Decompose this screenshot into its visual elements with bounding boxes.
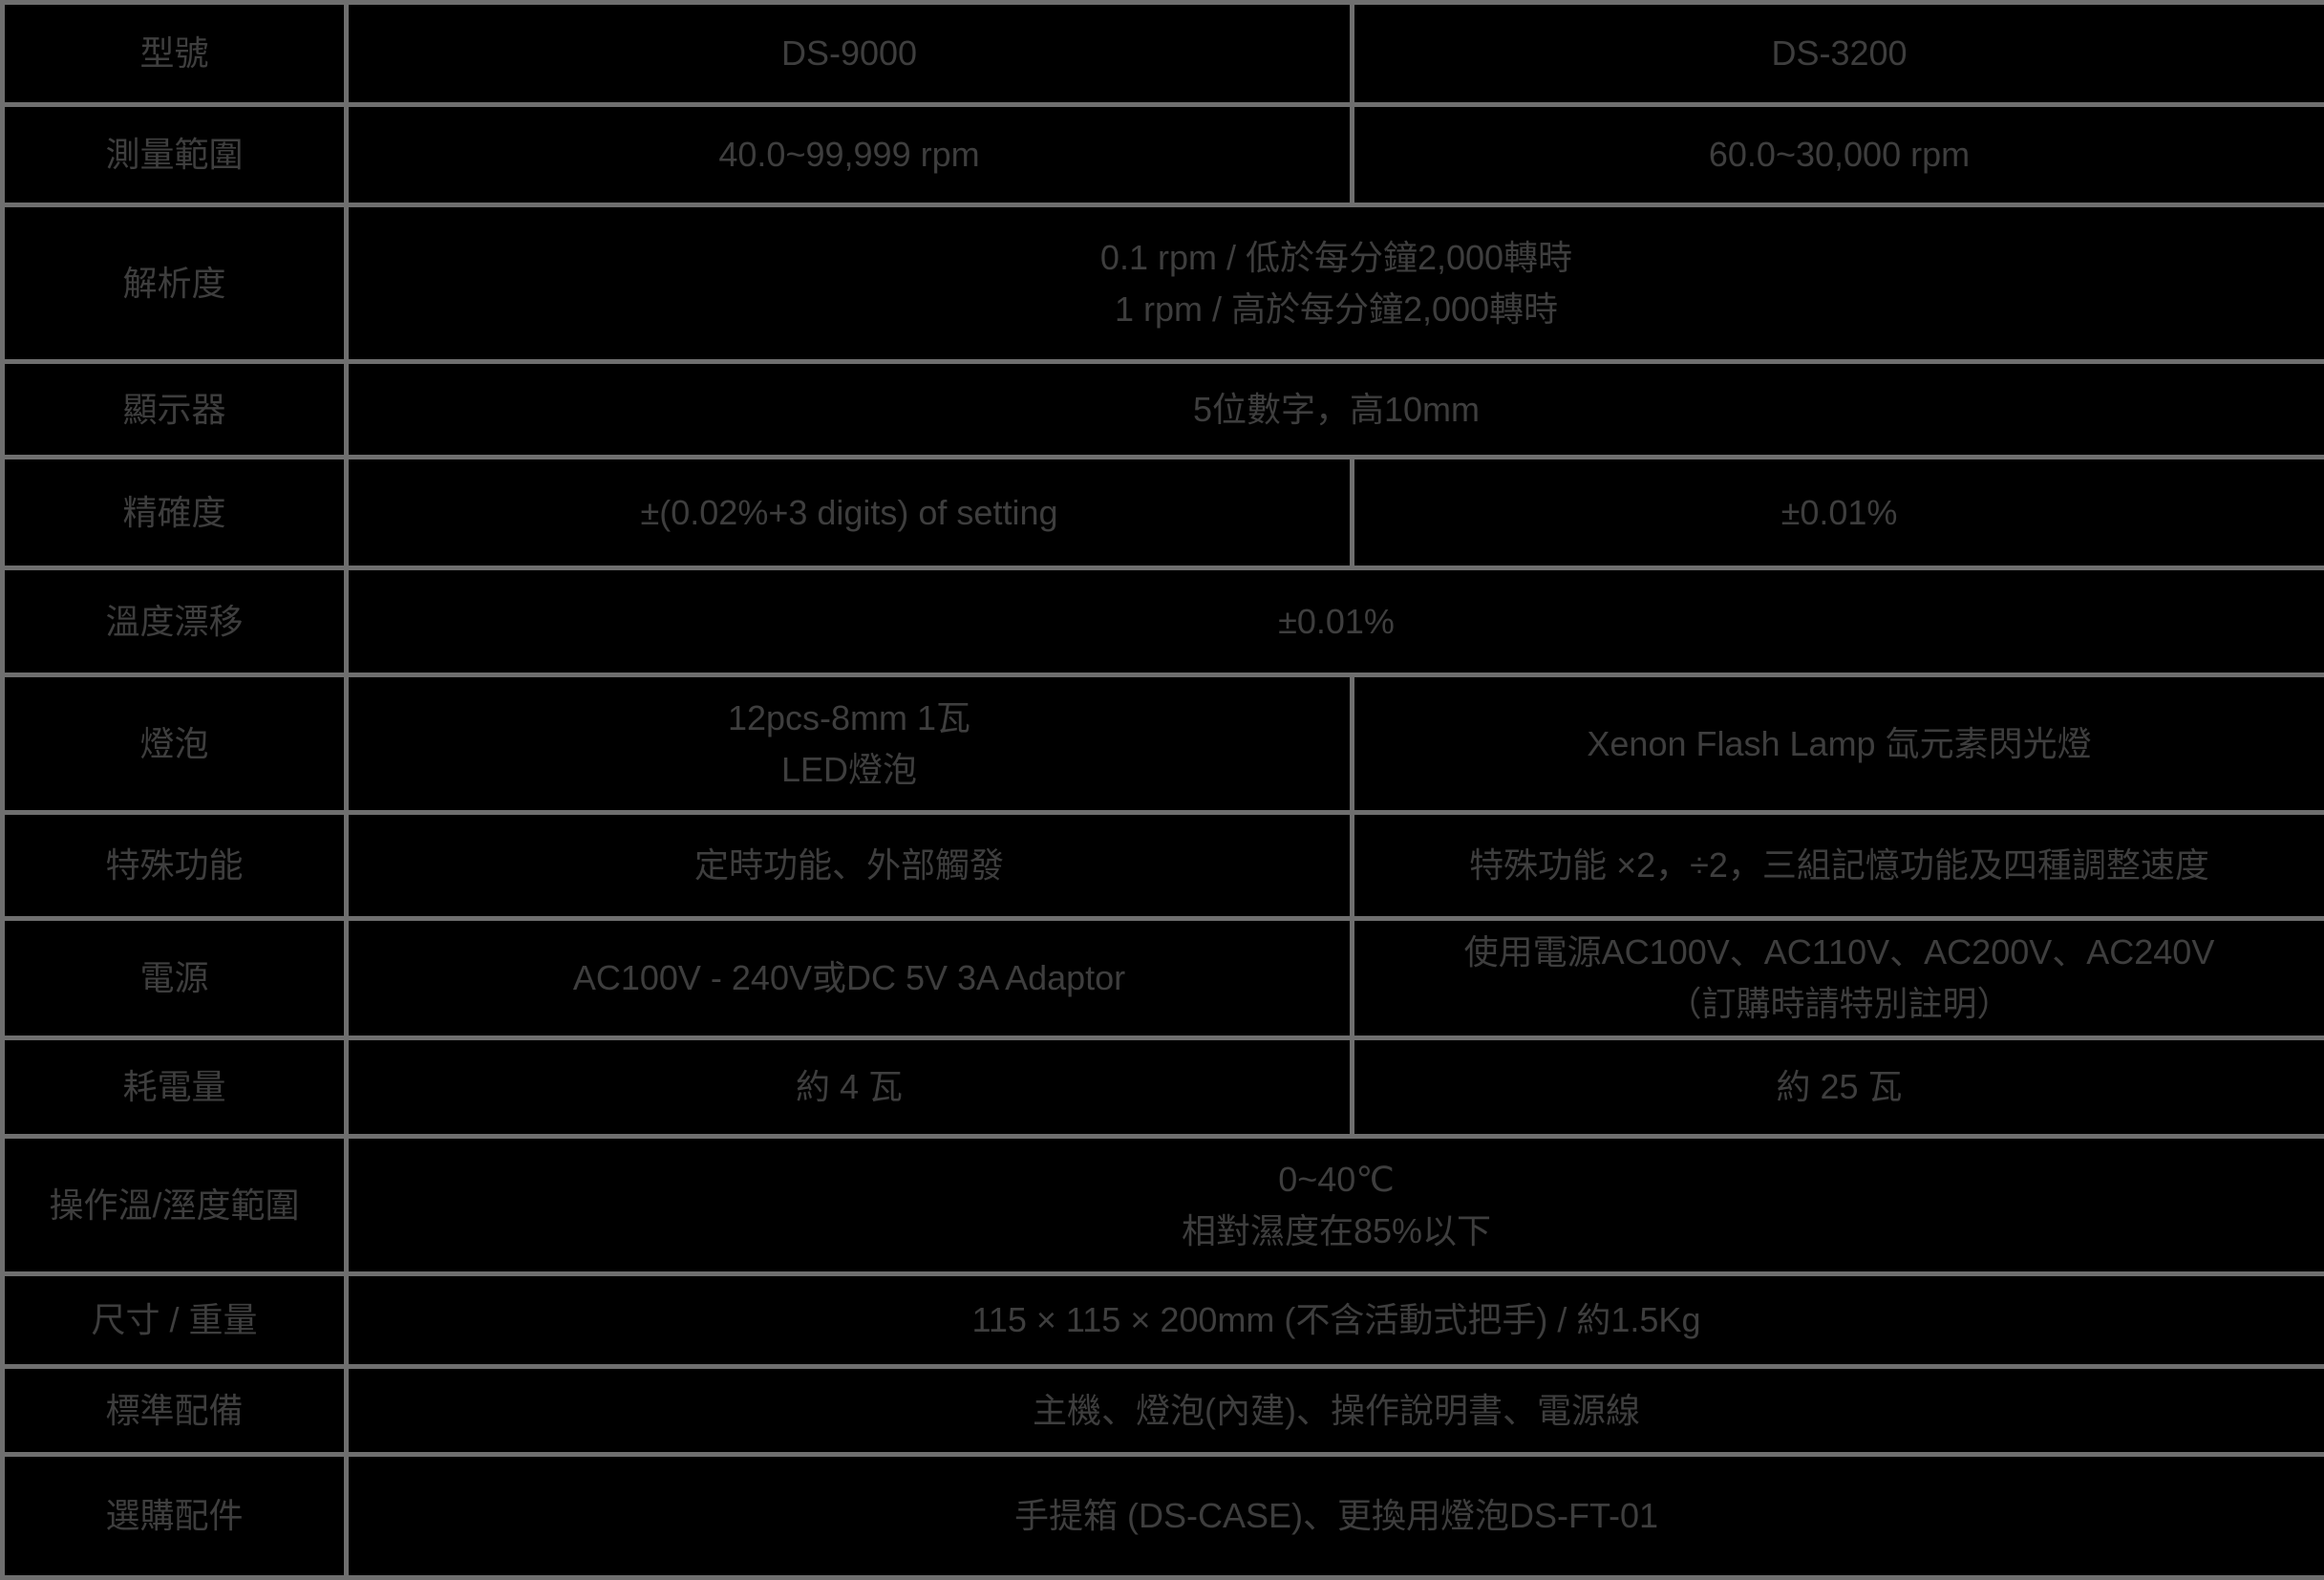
value-cell-spanned: 0~40℃ 相對濕度在85%以下: [347, 1137, 2324, 1274]
row-label: 溫度漂移: [3, 568, 347, 675]
table-row-temp-drift: 溫度漂移 ±0.01%: [3, 568, 2324, 675]
table-row-range: 測量範圍 40.0~99,999 rpm 60.0~30,000 rpm: [3, 105, 2324, 205]
table-row-resolution: 解析度 0.1 rpm / 低於每分鐘2,000轉時 1 rpm / 高於每分鐘…: [3, 205, 2324, 362]
value-line: 1 rpm / 高於每分鐘2,000轉時: [358, 284, 2314, 335]
value-cell: 特殊功能 ×2，÷2，三組記憶功能及四種調整速度: [1353, 813, 2324, 919]
value-cell: 定時功能、外部觸發: [347, 813, 1353, 919]
row-label: 燈泡: [3, 675, 347, 813]
row-label: 標準配備: [3, 1367, 347, 1455]
table-row-power-consumption: 耗電量 約 4 瓦 約 25 瓦: [3, 1038, 2324, 1137]
table-row-display: 顯示器 5位數字，高10mm: [3, 362, 2324, 458]
value-cell: AC100V - 240V或DC 5V 3A Adaptor: [347, 919, 1353, 1038]
row-label: 精確度: [3, 458, 347, 568]
table-row-dimensions-weight: 尺寸 / 重量 115 × 115 × 200mm (不含活動式把手) / 約1…: [3, 1274, 2324, 1367]
value-cell: Xenon Flash Lamp 氙元素閃光燈: [1353, 675, 2324, 813]
row-label: 選購配件: [3, 1455, 347, 1578]
value-line: 相對濕度在85%以下: [358, 1206, 2314, 1257]
value-cell: 約 25 瓦: [1353, 1038, 2324, 1137]
table-row-power: 電源 AC100V - 240V或DC 5V 3A Adaptor 使用電源AC…: [3, 919, 2324, 1038]
value-cell-spanned: 主機、燈泡(內建)、操作說明書、電源線: [347, 1367, 2324, 1455]
row-label: 顯示器: [3, 362, 347, 458]
table-row-operating-range: 操作溫/溼度範圍 0~40℃ 相對濕度在85%以下: [3, 1137, 2324, 1274]
row-label: 特殊功能: [3, 813, 347, 919]
value-cell: 40.0~99,999 rpm: [347, 105, 1353, 205]
row-label: 解析度: [3, 205, 347, 362]
value-cell-ds3200: DS-3200: [1353, 3, 2324, 105]
value-line: LED燈泡: [358, 744, 1340, 796]
row-label: 耗電量: [3, 1038, 347, 1137]
table-row-accuracy: 精確度 ±(0.02%+3 digits) of setting ±0.01%: [3, 458, 2324, 568]
table-row-standard-accessories: 標準配備 主機、燈泡(內建)、操作說明書、電源線: [3, 1367, 2324, 1455]
value-cell: ±(0.02%+3 digits) of setting: [347, 458, 1353, 568]
row-label: 型號: [3, 3, 347, 105]
value-line: （訂購時請特別註明）: [1364, 978, 2314, 1030]
table-row-special-functions: 特殊功能 定時功能、外部觸發 特殊功能 ×2，÷2，三組記憶功能及四種調整速度: [3, 813, 2324, 919]
value-cell-spanned: 手提箱 (DS-CASE)、更換用燈泡DS-FT-01: [347, 1455, 2324, 1578]
row-label: 電源: [3, 919, 347, 1038]
row-label: 測量範圍: [3, 105, 347, 205]
value-line: 0~40℃: [358, 1154, 2314, 1206]
value-cell-spanned: ±0.01%: [347, 568, 2324, 675]
row-label: 尺寸 / 重量: [3, 1274, 347, 1367]
value-line: 使用電源AC100V、AC110V、AC200V、AC240V: [1364, 927, 2314, 978]
table-row-optional-accessories: 選購配件 手提箱 (DS-CASE)、更換用燈泡DS-FT-01: [3, 1455, 2324, 1578]
value-cell: ±0.01%: [1353, 458, 2324, 568]
table-row-model: 型號 DS-9000 DS-3200: [3, 3, 2324, 105]
value-cell-spanned: 5位數字，高10mm: [347, 362, 2324, 458]
value-cell: 12pcs-8mm 1瓦 LED燈泡: [347, 675, 1353, 813]
value-cell-spanned: 0.1 rpm / 低於每分鐘2,000轉時 1 rpm / 高於每分鐘2,00…: [347, 205, 2324, 362]
value-cell: 使用電源AC100V、AC110V、AC200V、AC240V （訂購時請特別註…: [1353, 919, 2324, 1038]
value-cell-ds9000: DS-9000: [347, 3, 1353, 105]
table-row-lamp: 燈泡 12pcs-8mm 1瓦 LED燈泡 Xenon Flash Lamp 氙…: [3, 675, 2324, 813]
value-cell: 約 4 瓦: [347, 1038, 1353, 1137]
row-label: 操作溫/溼度範圍: [3, 1137, 347, 1274]
value-cell-spanned: 115 × 115 × 200mm (不含活動式把手) / 約1.5Kg: [347, 1274, 2324, 1367]
value-line: 12pcs-8mm 1瓦: [358, 693, 1340, 744]
value-cell: 60.0~30,000 rpm: [1353, 105, 2324, 205]
value-line: 0.1 rpm / 低於每分鐘2,000轉時: [358, 232, 2314, 284]
